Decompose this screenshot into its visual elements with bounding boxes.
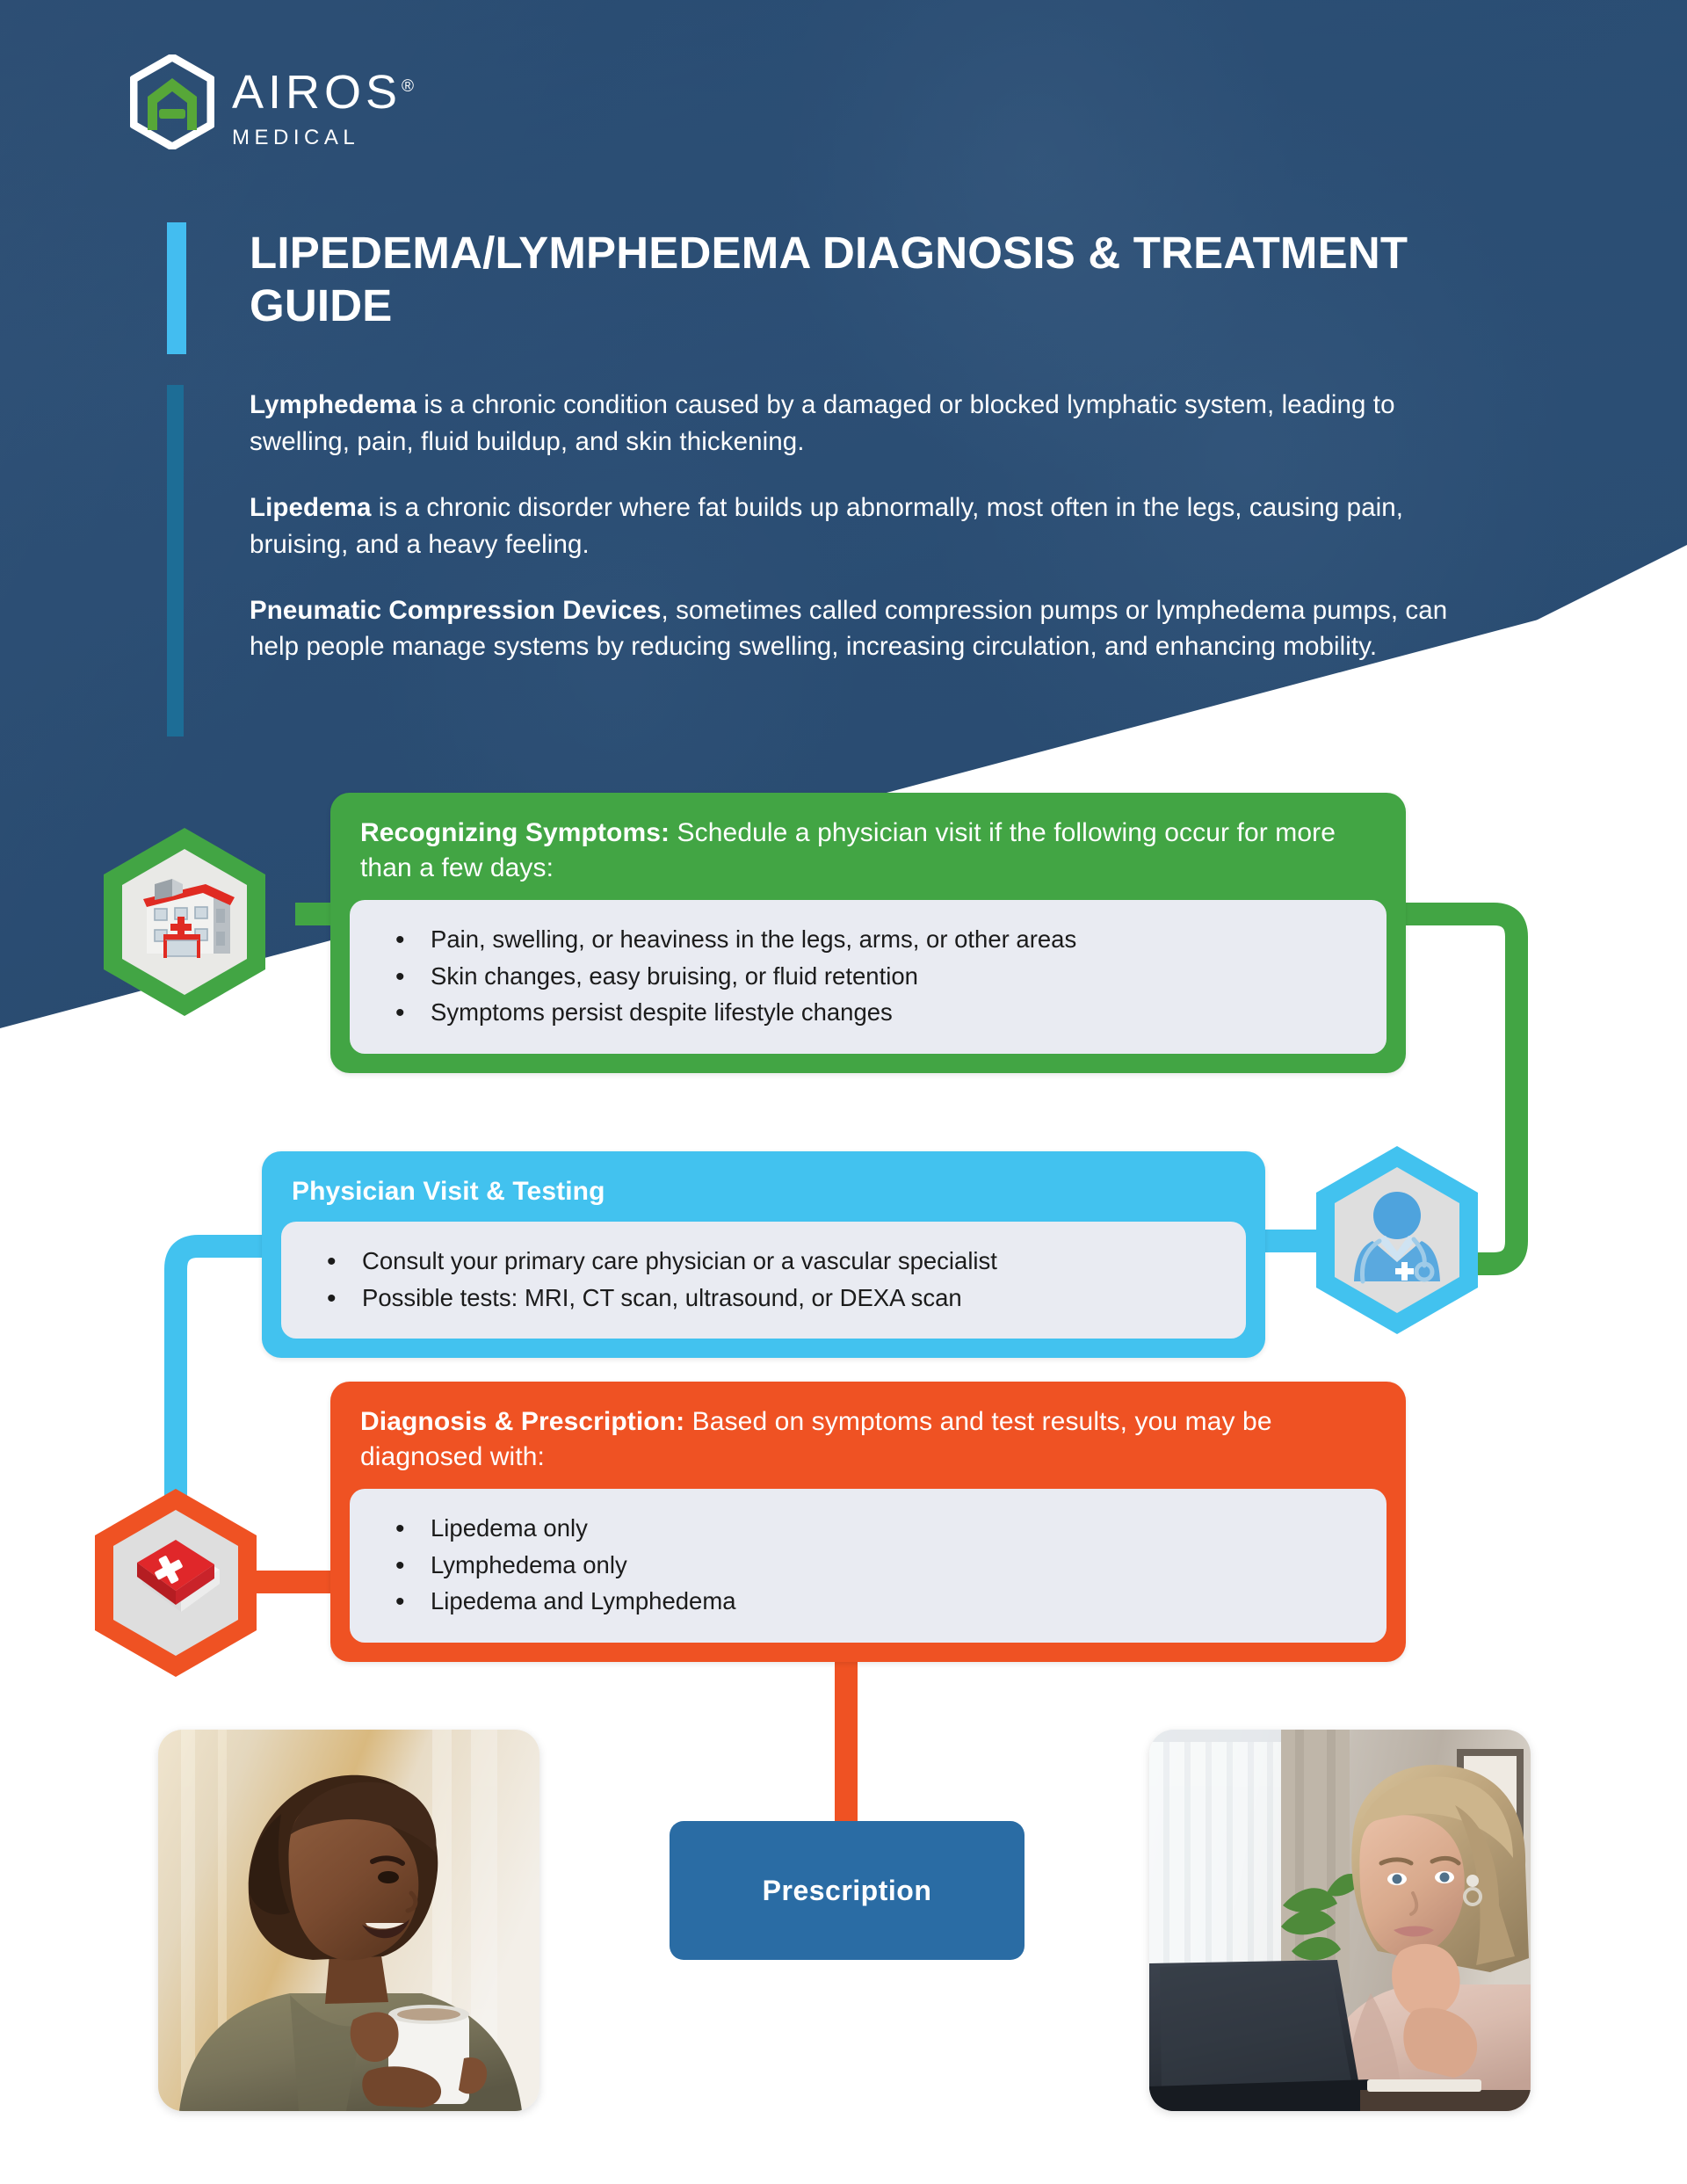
brand-name: AIROS® <box>232 69 414 116</box>
airos-hexagon-a-logo-icon <box>129 53 215 151</box>
list-item: Skin changes, easy bruising, or fluid re… <box>376 957 1360 997</box>
step-heading-bold-recognizing-symptoms: Recognizing Symptoms: <box>360 818 670 847</box>
step-body-diagnosis-prescription: Lipedema only Lymphedema only Lipedema a… <box>350 1488 1387 1643</box>
paragraph-text-lymphedema: is a chronic condition caused by a damag… <box>250 390 1395 456</box>
step-card-recognizing-symptoms: Recognizing Symptoms: Schedule a physici… <box>330 793 1406 1074</box>
list-item: Pain, swelling, or heaviness in the legs… <box>376 920 1360 960</box>
step-heading-rest-recognizing-symptoms: Schedule a physician visit if the follow… <box>360 818 1336 882</box>
bullet-list-recognizing-symptoms: Pain, swelling, or heaviness in the legs… <box>376 920 1360 1034</box>
step-heading-bold-physician-visit-testing: Physician Visit & Testing <box>292 1177 605 1206</box>
connector-green <box>1371 903 1528 1275</box>
paragraph-lipedema: Lipedema is a chronic disorder where fat… <box>250 490 1462 563</box>
connector-blue <box>164 1235 279 1556</box>
list-item: Consult your primary care physician or a… <box>308 1242 1220 1281</box>
paragraph-lead-lymphedema: Lymphedema <box>250 390 417 419</box>
step-body-recognizing-symptoms: Pain, swelling, or heaviness in the legs… <box>350 899 1387 1055</box>
step-heading-bold-diagnosis-prescription: Diagnosis & Prescription: <box>360 1407 685 1436</box>
woman-looking-at-laptop-photo <box>1149 1730 1531 2111</box>
body-accent-bar <box>167 385 184 736</box>
bullet-list-diagnosis-prescription: Lipedema only Lymphedema only Lipedema a… <box>376 1509 1360 1622</box>
paragraph-lead-lipedema: Lipedema <box>250 492 372 522</box>
brand-subtitle: MEDICAL <box>232 126 360 149</box>
paragraph-pneumatic-compression-devices: Pneumatic Compression Devices, sometimes… <box>250 592 1462 666</box>
brand-name-text: AIROS <box>232 66 402 119</box>
step-card-diagnosis-prescription: Diagnosis & Prescription: Based on sympt… <box>330 1382 1406 1663</box>
list-item: Possible tests: MRI, CT scan, ultrasound… <box>308 1279 1220 1318</box>
doctor-icon <box>1309 1143 1485 1338</box>
intro-paragraphs: Lymphedema is a chronic condition caused… <box>250 387 1462 694</box>
step-heading-physician-visit-testing: Physician Visit & Testing <box>262 1151 1265 1222</box>
step-heading-diagnosis-prescription: Diagnosis & Prescription: Based on sympt… <box>330 1382 1406 1489</box>
paragraph-text-lipedema: is a chronic disorder where fat builds u… <box>250 492 1404 559</box>
paragraph-lead-pneumatic: Pneumatic Compression Devices <box>250 595 662 625</box>
step-heading-rest-diagnosis-prescription: Based on symptoms and test results, you … <box>360 1407 1272 1471</box>
hospital-building-icon <box>97 824 272 1019</box>
bullet-list-physician-visit-testing: Consult your primary care physician or a… <box>308 1242 1220 1318</box>
prescription-button[interactable]: Prescription <box>670 1821 1025 1960</box>
list-item: Symptoms persist despite lifestyle chang… <box>376 993 1360 1033</box>
page-title: LIPEDEMA/LYMPHEDEMA DIAGNOSIS & TREATMEN… <box>250 228 1408 330</box>
title-accent-bar <box>167 222 186 354</box>
brand-wordmark: AIROS® MEDICAL <box>232 54 414 150</box>
smiling-woman-holding-mug-photo <box>158 1730 539 2111</box>
paragraph-text-pneumatic: , sometimes called compression pumps or … <box>250 595 1448 662</box>
medical-book-icon <box>88 1485 264 1680</box>
brand-logo: AIROS® MEDICAL <box>129 53 414 151</box>
paragraph-lymphedema: Lymphedema is a chronic condition caused… <box>250 387 1462 461</box>
step-heading-recognizing-symptoms: Recognizing Symptoms: Schedule a physici… <box>330 793 1406 900</box>
step-card-physician-visit-testing: Physician Visit & Testing Consult your p… <box>262 1151 1265 1359</box>
step-body-physician-visit-testing: Consult your primary care physician or a… <box>281 1221 1246 1339</box>
list-item: Lymphedema only <box>376 1546 1360 1585</box>
list-item: Lipedema only <box>376 1509 1360 1549</box>
list-item: Lipedema and Lymphedema <box>376 1582 1360 1622</box>
registered-trademark-icon: ® <box>402 77 415 96</box>
